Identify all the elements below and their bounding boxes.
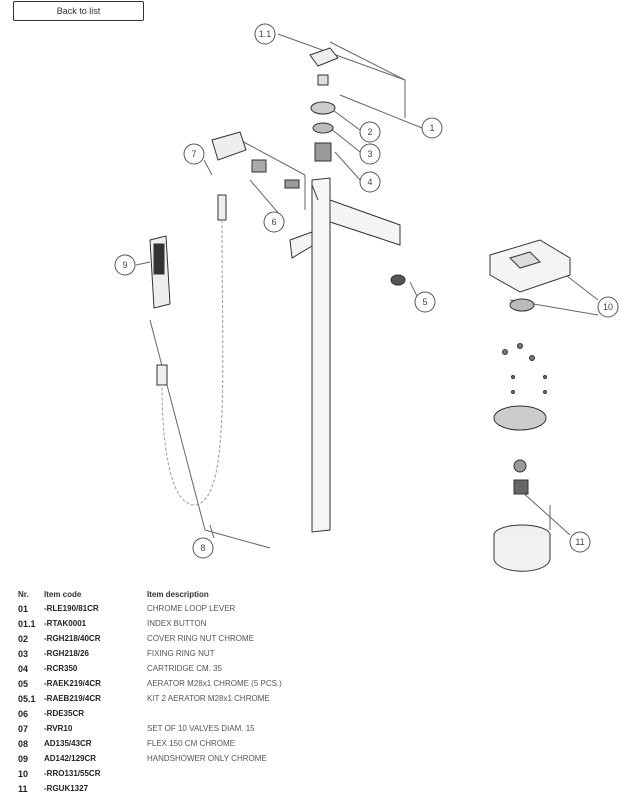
svg-text:11: 11 [575,537,584,547]
row-nr: 07 [18,724,29,734]
table-row: 08 AD135/43CR FLEX 150 CM CHROME [0,737,621,751]
svg-text:4: 4 [367,177,372,187]
callout-1: 1 [421,117,443,139]
row-item-code: -RVR10 [44,724,73,733]
row-item-description: AERATOR M28x1 CHROME (5 PCS.) [147,679,282,688]
svg-text:5: 5 [422,297,427,307]
header-item-description: Item description [147,590,209,599]
back-to-list-button[interactable]: Back to list [13,1,144,21]
row-item-code: -RAEB219/4CR [44,694,101,703]
svg-text:9: 9 [122,260,127,270]
row-nr: 01.1 [18,619,36,629]
row-item-code: -RDE35CR [44,709,85,718]
row-nr: 08 [18,739,29,749]
row-nr: 05 [18,679,29,689]
row-item-description: FIXING RING NUT [147,649,215,658]
row-item-code: -RCR350 [44,664,78,673]
table-row: 02 -RGH218/40CR COVER RING NUT CHROME [0,632,621,646]
table-row: 05.1 -RAEB219/4CR KIT 2 AERATOR M28x1 CHRO… [0,692,621,706]
table-row: 10 -RRO131/55CR [0,767,621,781]
row-nr: 04 [18,664,29,674]
row-nr: 02 [18,634,29,644]
row-item-code: -RGUK1327 [44,784,89,793]
table-row: 07 -RVR10 SET OF 10 VALVES DIAM. 15 [0,722,621,736]
row-item-description: FLEX 150 CM CHROME [147,739,236,748]
header-nr: Nr. [18,590,29,599]
row-item-description: KIT 2 AERATOR M28x1 CHROME [147,694,270,703]
table-row: 09 AD142/129CR HANDSHOWER ONLY CHROME [0,752,621,766]
row-nr: 01 [18,604,29,614]
callout-6: 6 [263,211,285,233]
callout-5: 5 [414,291,436,313]
table-row: 11 -RGUK1327 [0,782,621,796]
callout-9: 9 [114,254,136,276]
callout-1-1: 1.1 [254,23,276,45]
row-item-code: -RRO131/55CR [44,769,101,778]
table-row: 06 -RDE35CR [0,707,621,721]
row-item-code: -RTAK0001 [44,619,87,628]
row-item-description: COVER RING NUT CHROME [147,634,254,643]
table-row: 04 -RCR350 CARTRIDGE CM. 35 [0,662,621,676]
row-item-description: CARTRIDGE CM. 35 [147,664,222,673]
row-item-description: CHROME LOOP LEVER [147,604,236,613]
row-item-code: AD135/43CR [44,739,92,748]
svg-text:2: 2 [367,127,372,137]
row-item-description: INDEX BUTTON [147,619,207,628]
svg-text:6: 6 [271,217,276,227]
table-row: 03 -RGH218/26 FIXING RING NUT [0,647,621,661]
svg-text:10: 10 [603,302,613,312]
row-nr: 09 [18,754,29,764]
callout-8: 8 [192,537,214,559]
callout-3: 3 [359,143,381,165]
row-item-code: AD142/129CR [44,754,97,763]
row-item-description: SET OF 10 VALVES DIAM. 15 [147,724,255,733]
row-nr: 05.1 [18,694,36,704]
callout-4: 4 [359,171,381,193]
callout-7: 7 [183,143,205,165]
row-item-code: -RGH218/40CR [44,634,101,643]
row-nr: 06 [18,709,29,719]
row-nr: 11 [18,784,28,794]
row-nr: 10 [18,769,29,779]
svg-text:8: 8 [200,543,205,553]
callout-11: 11 [569,531,591,553]
svg-text:1.1: 1.1 [259,29,272,39]
row-item-description: HANDSHOWER ONLY CHROME [147,754,267,763]
callout-2: 2 [359,121,381,143]
svg-text:7: 7 [191,149,196,159]
table-row: 01 -RLE190/81CR CHROME LOOP LEVER [0,602,621,616]
header-item-code: Item code [44,590,82,599]
table-row: 01.1 -RTAK0001 INDEX BUTTON [0,617,621,631]
svg-text:1: 1 [429,123,434,133]
exploded-view-diagram: 1.1 1 2 3 4 5 6 7 8 9 10 11 [114,23,619,572]
table-header: Nr. Item code Item description [0,588,621,602]
table-row: 05 -RAEK219/4CR AERATOR M28x1 CHROME (5 PC… [0,677,621,691]
row-item-code: -RAEK219/4CR [44,679,101,688]
callout-10: 10 [597,296,619,318]
row-nr: 03 [18,649,29,659]
row-item-code: -RLE190/81CR [44,604,99,613]
row-item-code: -RGH218/26 [44,649,89,658]
svg-text:3: 3 [367,149,372,159]
